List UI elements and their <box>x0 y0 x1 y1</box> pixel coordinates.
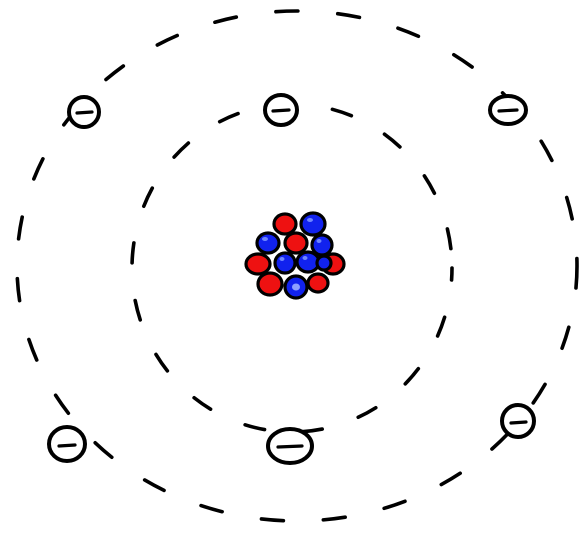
neutron-highlight <box>317 239 322 243</box>
electron <box>490 96 526 124</box>
neutron-highlight <box>280 257 285 261</box>
neutron <box>312 235 332 255</box>
neutron-highlight <box>292 284 300 291</box>
proton <box>246 254 270 274</box>
proton <box>285 233 307 253</box>
proton <box>274 214 296 234</box>
electron <box>49 427 85 461</box>
electron <box>268 429 312 463</box>
proton <box>258 273 282 295</box>
electron <box>69 97 99 127</box>
electron <box>502 405 534 437</box>
neutron <box>275 253 295 273</box>
neutron-highlight <box>303 256 308 260</box>
neutron-highlight <box>262 237 268 241</box>
neutron <box>317 256 331 270</box>
proton <box>308 274 328 292</box>
neutron <box>257 233 279 253</box>
neutron <box>301 213 325 235</box>
electron <box>265 95 297 125</box>
neutron-highlight <box>307 218 313 222</box>
